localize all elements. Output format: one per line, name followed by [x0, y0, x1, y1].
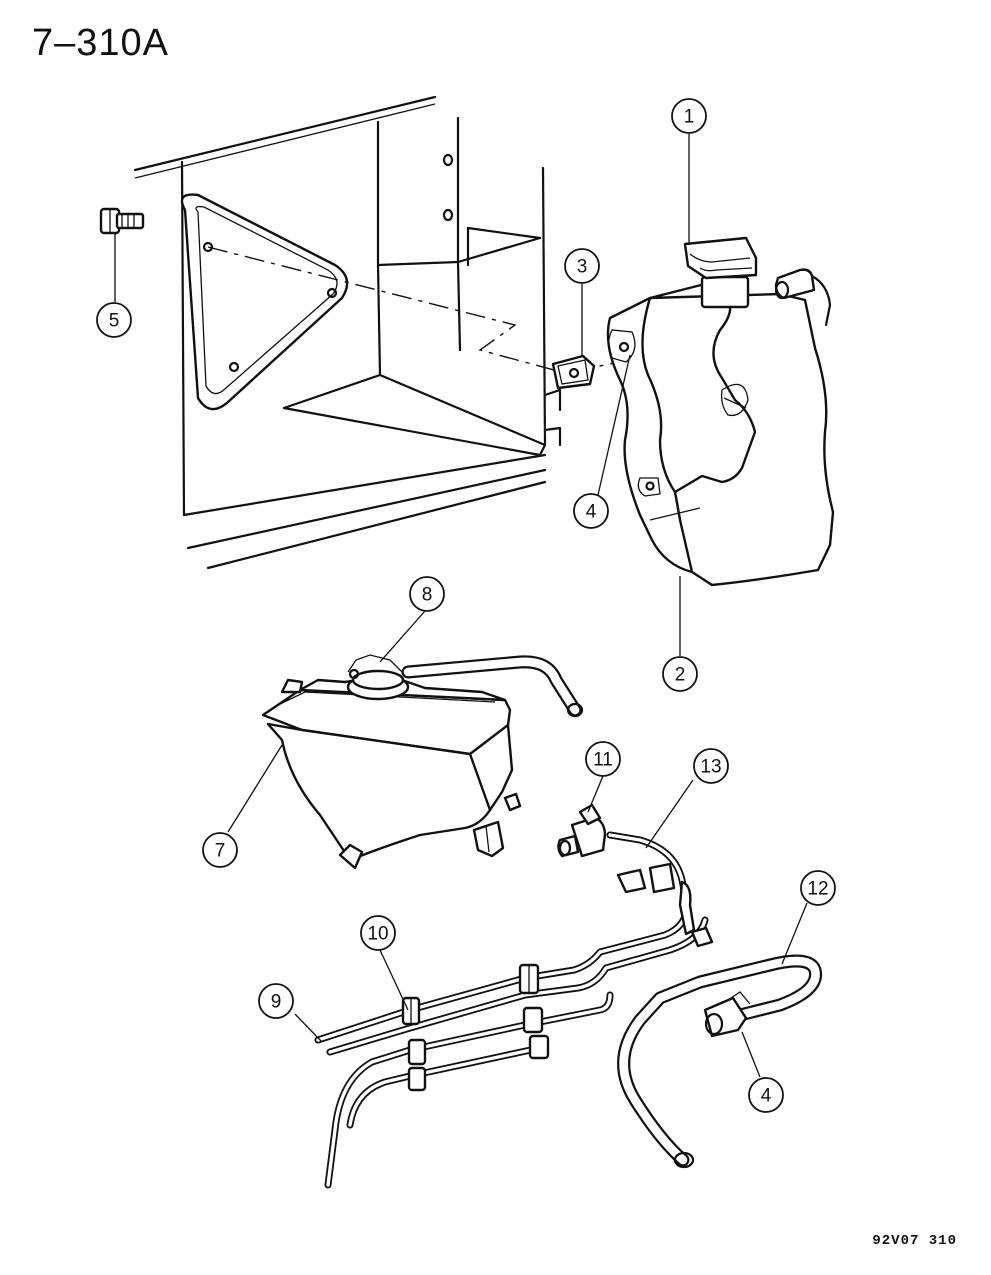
bolt [99, 207, 145, 235]
callout-2-number: 2 [675, 665, 686, 686]
tube-clips [401, 963, 550, 1092]
callout-10: 10 [360, 915, 396, 951]
callout-7-number: 7 [215, 841, 226, 862]
callout-13-number: 13 [700, 757, 721, 778]
callout-1: 1 [671, 98, 707, 134]
heater-hose [617, 954, 823, 1169]
callout-11-number: 11 [593, 750, 613, 771]
overflow-hose [401, 655, 584, 718]
page-label: 7–310A [32, 22, 170, 64]
callout-7: 7 [202, 832, 238, 868]
callout-4-lower-number: 4 [761, 1086, 772, 1107]
tube-brackets [616, 862, 714, 948]
callout-3-number: 3 [577, 257, 588, 278]
clip-nut [551, 354, 596, 390]
body-panel [133, 95, 562, 570]
callout-8-number: 8 [422, 585, 433, 606]
callout-1-number: 1 [684, 107, 695, 128]
sensor-switch [557, 803, 607, 858]
callout-11: 11 [585, 741, 621, 777]
callout-9-number: 9 [271, 992, 282, 1013]
coolant-reservoir [606, 236, 835, 587]
callout-5: 5 [96, 302, 132, 338]
lower-tube-bundle [324, 991, 614, 1189]
catalog-code: 92V07 310 [872, 1233, 957, 1249]
callout-13: 13 [693, 748, 729, 784]
callout-3: 3 [564, 248, 600, 284]
leader-lines [114, 134, 808, 1078]
triangle-plate [180, 193, 349, 411]
callout-4-upper: 4 [573, 493, 609, 529]
callout-2: 2 [662, 656, 698, 692]
callout-4-lower: 4 [748, 1077, 784, 1113]
callout-10-number: 10 [367, 924, 388, 945]
callout-12-number: 12 [807, 879, 828, 900]
callout-4-upper-number: 4 [586, 502, 597, 523]
callout-5-number: 5 [109, 311, 120, 332]
callout-8: 8 [409, 576, 445, 612]
callout-12: 12 [800, 870, 836, 906]
coolant-bottle [261, 654, 522, 870]
callout-9: 9 [258, 983, 294, 1019]
